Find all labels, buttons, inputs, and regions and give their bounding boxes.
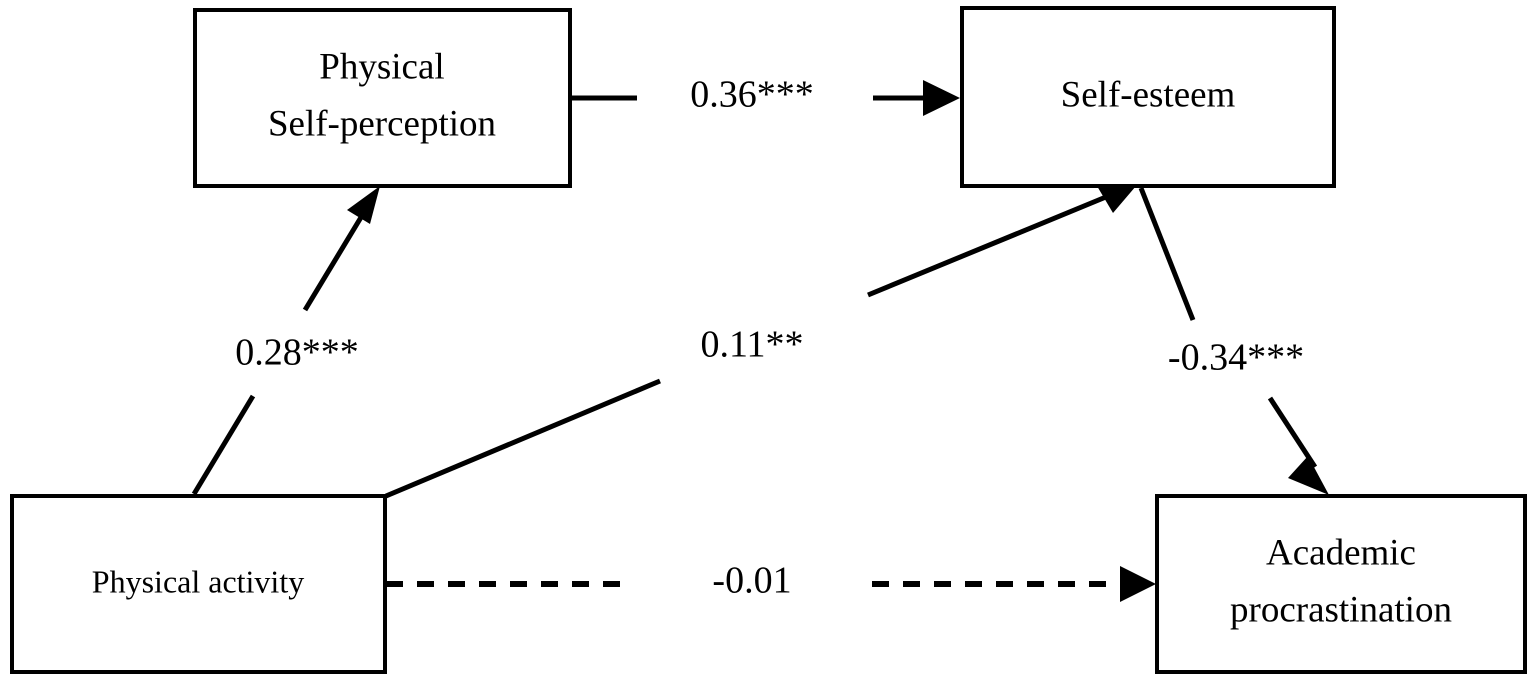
node-label-physical-self-perception-line2: Self-perception (268, 103, 496, 144)
arrowhead-psp-to-se-icon (923, 80, 960, 116)
node-self-esteem[interactable] (960, 6, 1336, 188)
coef-label-pa-to-se: 0.11** (700, 324, 803, 366)
coef-label-psp-to-se: 0.36*** (690, 74, 814, 116)
node-physical-self-perception[interactable] (193, 8, 572, 188)
path-pa-to-se-upper (867, 189, 1119, 298)
node-label-physical-self-perception-line1: Physical (319, 46, 444, 87)
arrowhead-se-to-ap-icon (1288, 456, 1329, 495)
node-academic-procrastination[interactable] (1155, 494, 1527, 674)
coef-label-se-to-ap: -0.34*** (1168, 337, 1304, 379)
path-se-to-ap-upper (1138, 187, 1196, 321)
path-pa-to-se-lower (385, 378, 661, 499)
coef-label-pa-to-psp: 0.28*** (235, 332, 359, 374)
node-physical-activity[interactable] (10, 494, 387, 674)
arrowhead-pa-to-ap-icon (1120, 566, 1156, 602)
node-label-academic-procrastination-line2: procrastination (1230, 589, 1452, 630)
arrowhead-pa-to-se-icon (1097, 186, 1136, 213)
path-pa-to-psp-lower (191, 394, 256, 496)
coef-label-pa-to-ap: -0.01 (712, 560, 791, 602)
path-se-to-ap-lower (1267, 396, 1318, 469)
node-label-physical-activity: Physical activity (92, 563, 304, 599)
node-label-self-esteem: Self-esteem (1061, 74, 1236, 115)
node-label-academic-procrastination-line1: Academic (1266, 532, 1416, 573)
path-pa-to-psp-upper (302, 212, 366, 312)
arrowhead-pa-to-psp-icon (347, 186, 380, 224)
